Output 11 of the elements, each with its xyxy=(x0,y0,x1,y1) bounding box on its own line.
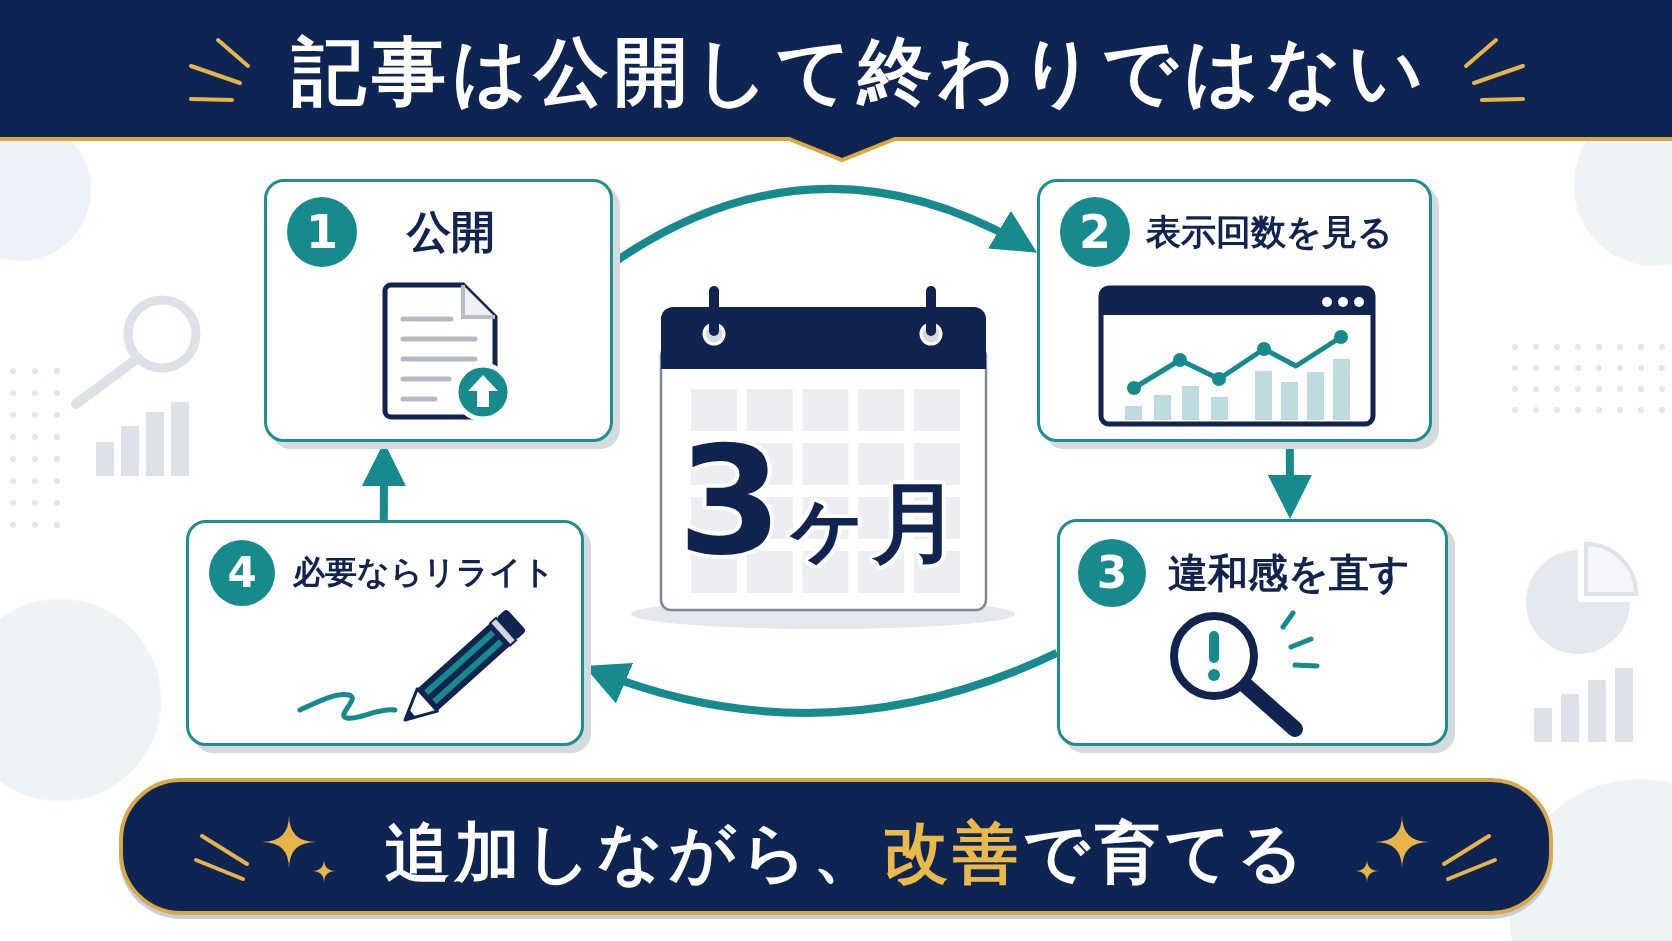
step-title: 公開 xyxy=(407,207,495,257)
step-number: 3 xyxy=(1078,539,1146,607)
step-title: 違和感を直す xyxy=(1168,551,1410,595)
step-title: 必要ならリライト xyxy=(293,555,555,591)
step-number: 4 xyxy=(209,540,275,606)
step-number: 1 xyxy=(287,197,357,267)
title: 記事は公開して終わりではない xyxy=(292,31,1430,113)
step-title: 表示回数を見る xyxy=(1146,212,1393,252)
step-number: 2 xyxy=(1060,197,1130,267)
duration-text: 3ヶ月 xyxy=(677,426,961,576)
caption: 追加しながら、改善で育てる xyxy=(385,817,1309,889)
